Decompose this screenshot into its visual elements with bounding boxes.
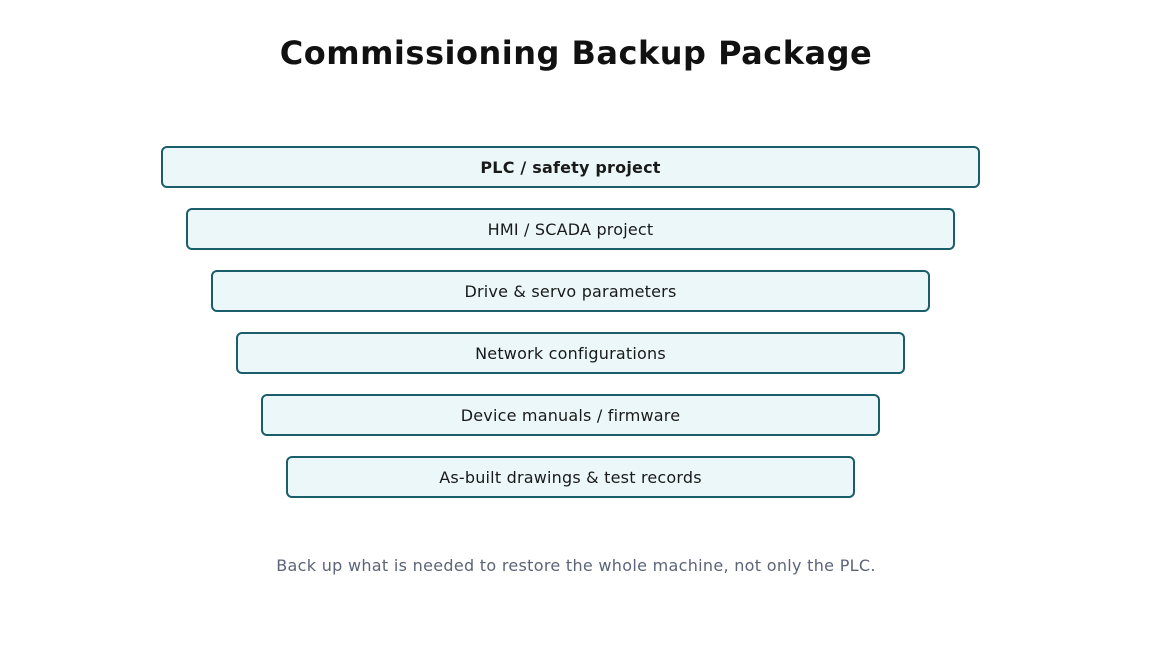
layer-label: HMI / SCADA project [487, 219, 654, 239]
layer-device-manuals-firmware: Device manuals / firmware [261, 394, 880, 436]
layer-label: As-built drawings & test records [439, 467, 702, 487]
diagram-title: Commissioning Backup Package [279, 34, 873, 72]
layer-network-configurations: Network configurations [236, 332, 905, 374]
layer-label: Network configurations [475, 343, 666, 363]
layer-hmi-scada-project: HMI / SCADA project [186, 208, 955, 250]
layer-as-built-drawings-test-records: As-built drawings & test records [286, 456, 855, 498]
layer-label: Drive & servo parameters [464, 281, 677, 301]
layer-plc-safety-project: PLC / safety project [161, 146, 980, 188]
layer-label: Device manuals / firmware [460, 405, 681, 425]
caption-note: Back up what is needed to restore the wh… [276, 556, 876, 575]
layer-label: PLC / safety project [480, 157, 661, 177]
layer-drive-servo-parameters: Drive & servo parameters [211, 270, 930, 312]
